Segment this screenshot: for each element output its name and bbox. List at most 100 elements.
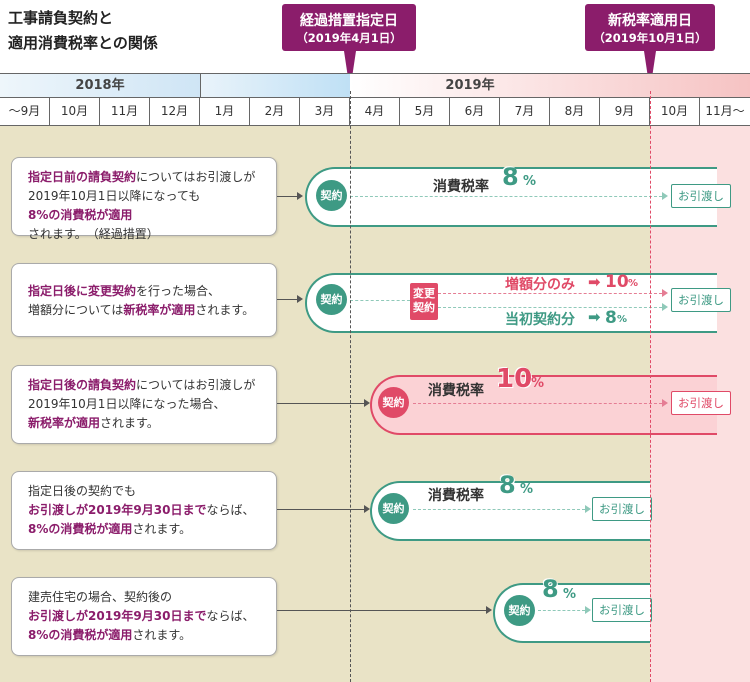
month-cell: 12月 (150, 98, 200, 125)
row-3-connector-head (364, 399, 370, 407)
row-4-description: 指定日後の契約でもお引渡しが2019年9月30日までならば、 8%の消費税が適用さ… (11, 471, 277, 550)
callout-transition-date-text: （2019年4月1日） (296, 31, 402, 45)
transition-date-line (350, 91, 351, 682)
row-2-base-arrowhead (662, 303, 668, 311)
month-cell: ～9月 (0, 98, 50, 125)
description-line: 指定日後の請負契約についてはお引渡しが (28, 376, 260, 395)
row-1-connector-head (297, 192, 303, 200)
row-2-contract-badge: 契約 (316, 284, 347, 315)
row-4-rate-value: 8 (499, 471, 516, 499)
month-cell: 7月 (500, 98, 550, 125)
row-2-delivery-box: お引渡し (671, 288, 731, 312)
callout-new-rate-label: 新税率適用日 (608, 13, 692, 29)
row-2-connector (277, 299, 298, 300)
year-2019: 2019年 (350, 73, 750, 98)
month-cell: 10月 (50, 98, 100, 125)
row-5-connector-head (486, 606, 492, 614)
description-line: 新税率が適用されます。 (28, 414, 260, 433)
description-text: を行った場合、 (136, 284, 221, 298)
row-2-description: 指定日後に変更契約を行った場合、増額分については新税率が適用されます。 (11, 263, 277, 337)
description-line: 2019年10月1日以降になった場合、 (28, 395, 260, 414)
highlight-text: お引渡しが2019年9月30日まで (28, 609, 207, 623)
description-text: 2019年10月1日以降になった場合、 (28, 397, 226, 411)
row-4-rate-label: 消費税率 (428, 488, 484, 504)
row-3-rate-label: 消費税率 (428, 383, 484, 399)
month-cell: 1月 (200, 98, 250, 125)
month-cell: 2月 (250, 98, 300, 125)
month-cell: 4月 (350, 98, 400, 125)
row-5-contract-badge: 契約 (504, 595, 535, 626)
row-3-dashed-arrowhead (662, 399, 668, 407)
highlight-text: 新税率が適用 (123, 303, 196, 317)
row-1-rate-value: 8 (502, 163, 519, 191)
row-5-rate-percent: % (563, 587, 577, 602)
row-5-dashed-line (538, 610, 585, 611)
row-2-dashed-line-increase (438, 293, 662, 294)
highlight-text: 8%の消費税が適用 (28, 208, 133, 222)
row-1-connector (277, 196, 298, 197)
highlight-text: 8%の消費税が適用 (28, 522, 133, 536)
description-line: お引渡しが2019年9月30日までならば、 (28, 501, 260, 520)
description-text: されます。 (195, 303, 255, 317)
row-2-original-label: 当初契約分 (505, 312, 575, 328)
row-3-delivery-box: お引渡し (671, 391, 731, 415)
row-2-dashed-line-base (438, 307, 662, 308)
description-text: されます。 （経過措置） (28, 227, 159, 241)
row-3-contract-badge: 契約 (378, 387, 409, 418)
description-text: 指定日後の契約でも (28, 484, 137, 498)
year-2019-label: 2019年 (445, 78, 495, 93)
row-2-dashed-line-original (350, 300, 410, 301)
callout-new-rate-date-text: （2019年10月1日） (593, 31, 707, 45)
row-3-rate-percent: % (531, 376, 545, 391)
row-4-connector (277, 509, 365, 510)
month-cell: 11月 (100, 98, 150, 125)
description-text: 増額分については (28, 303, 124, 317)
month-cell: 11月～ (705, 104, 745, 118)
row-2-change-contract-label: 変更契約 (413, 287, 435, 314)
highlight-text: 指定日後に変更契約 (28, 284, 137, 298)
callout-new-rate-date: 新税率適用日 （2019年10月1日） (585, 4, 715, 51)
row-3-connector (277, 403, 365, 404)
description-line: 増額分については新税率が適用されます。 (28, 301, 260, 320)
row-4-dashed-arrowhead (585, 505, 591, 513)
description-text: 2019年10月1日以降になっても (28, 189, 201, 203)
row-5-dashed-arrowhead (585, 606, 591, 614)
new-rate-date-line (650, 91, 651, 682)
row-1-dashed-arrowhead (662, 192, 668, 200)
description-line: 2019年10月1日以降になっても (28, 187, 260, 206)
month-cell: 8月 (550, 98, 600, 125)
row-1-contract-badge: 契約 (316, 180, 347, 211)
description-text: についてはお引渡しが (136, 378, 256, 392)
row-5-description: 建売住宅の場合、契約後のお引渡しが2019年9月30日までならば、8%の消費税が… (11, 577, 277, 656)
description-line: お引渡しが2019年9月30日までならば、 (28, 607, 260, 626)
year-2019-a (200, 73, 351, 98)
month-cell: 10月 (650, 98, 700, 125)
row-1-delivery-box: お引渡し (671, 184, 731, 208)
highlight-text: 8%の消費税が適用 (28, 628, 133, 642)
callout-transition-date: 経過措置指定日 （2019年4月1日） (282, 4, 416, 51)
month-cell: 3月 (300, 98, 350, 125)
description-text: されます。 (132, 522, 192, 536)
description-line: 指定日前の請負契約についてはお引渡しが (28, 168, 260, 187)
month-cell: 6月 (450, 98, 500, 125)
row-2-original-rate: 8 (605, 308, 617, 328)
description-text: されます。 (132, 628, 192, 642)
row-3-timeline-bar (370, 375, 717, 435)
year-2018-label: 2018年 (75, 78, 125, 93)
description-text: ならば、 (206, 503, 255, 517)
row-2-increase-label: 増額分のみ (505, 277, 575, 293)
callout-transition-label: 経過措置指定日 (300, 13, 398, 29)
row-1-rate-label: 消費税率 (433, 179, 489, 195)
row-5-delivery-box: お引渡し (592, 598, 652, 622)
row-2-timeline-bar (305, 273, 717, 333)
row-2-original-percent: % (617, 314, 628, 325)
month-cell: 5月 (400, 98, 450, 125)
year-2018: 2018年 (0, 73, 200, 98)
description-text: されます。 (100, 416, 159, 430)
row-4-rate-percent: % (520, 482, 534, 497)
row-4-dashed-line (413, 509, 585, 510)
row-2-increase-percent: % (628, 278, 639, 289)
highlight-text: お引渡しが2019年9月30日まで (28, 503, 207, 517)
highlight-text: 指定日前の請負契約 (28, 170, 137, 184)
month-row: ～9月 10月 11月 12月 1月 2月 3月 4月 5月 6月 7月 8月 … (0, 97, 750, 126)
